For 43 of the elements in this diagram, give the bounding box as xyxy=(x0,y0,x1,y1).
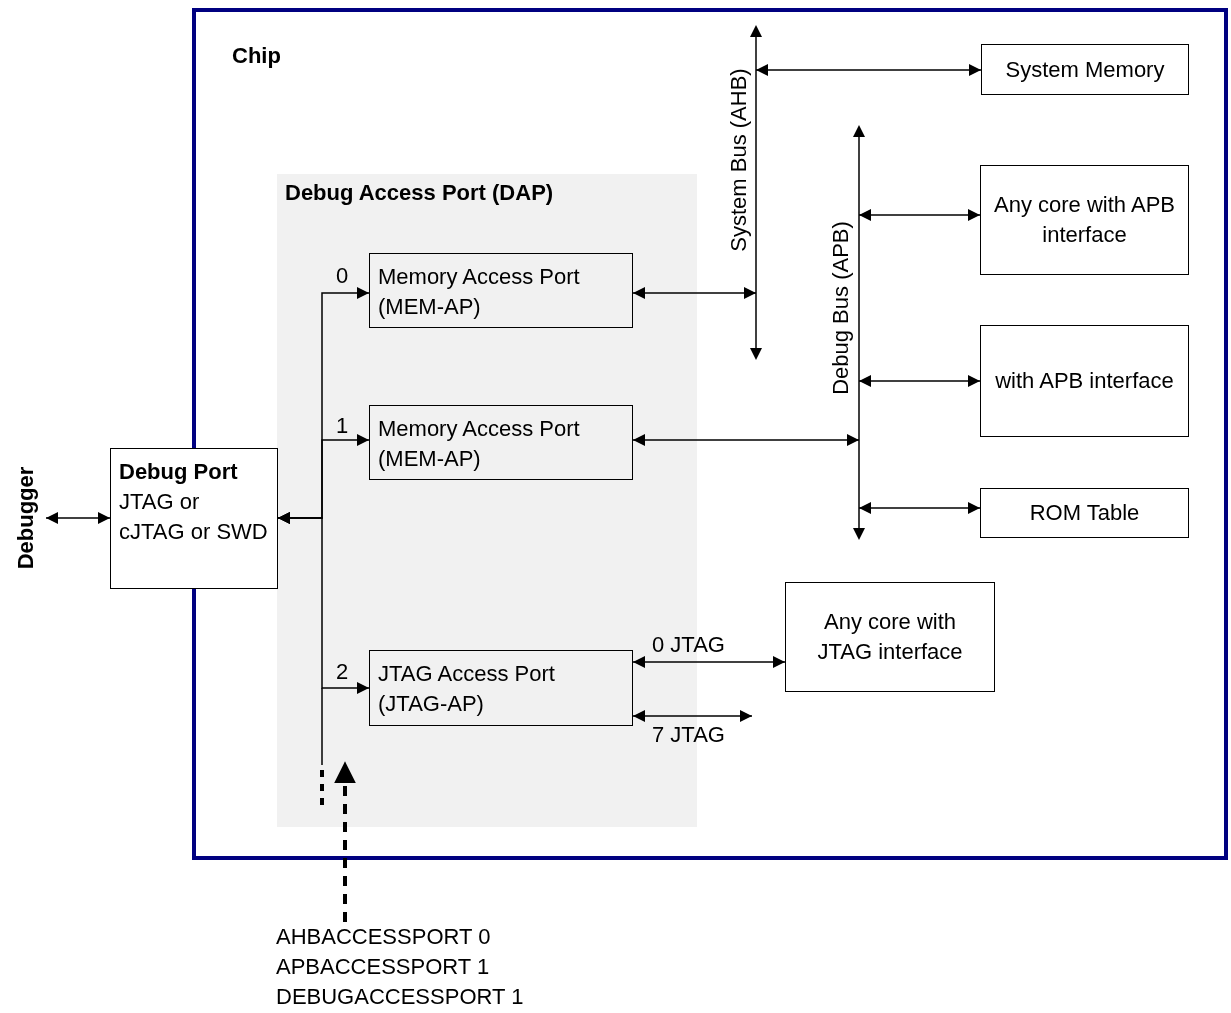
box-text: ROM Table xyxy=(1029,499,1140,527)
process-box xyxy=(980,325,1189,437)
arrow xyxy=(334,761,356,922)
frame-title: Chip xyxy=(232,42,281,70)
bus-label: System Bus (AHB) xyxy=(726,68,752,252)
box-text: Any core with APB interface xyxy=(993,191,1176,249)
arrow xyxy=(632,656,786,668)
box-text: JTAG Access Port (JTAG-AP) xyxy=(378,660,556,718)
arrow xyxy=(632,434,860,446)
process-box xyxy=(980,488,1189,538)
edge-label: 0 JTAG xyxy=(652,631,725,659)
process-box xyxy=(369,253,633,328)
arrow xyxy=(632,710,753,722)
arrow xyxy=(45,512,111,524)
edge-label: 1 xyxy=(336,412,349,440)
note-text: AHBACCESSPORT 0 xyxy=(276,923,492,951)
side-label: Debugger xyxy=(13,466,39,569)
process-box xyxy=(369,405,633,480)
arrow xyxy=(858,375,981,387)
edge-label: 2 xyxy=(336,658,349,686)
box-text: JTAG or cJTAG or SWD xyxy=(119,488,269,546)
note-text: DEBUGACCESSPORT 1 xyxy=(276,983,525,1011)
box-text: with APB interface xyxy=(995,367,1174,395)
edge-label: 7 JTAG xyxy=(652,721,725,749)
arrow xyxy=(755,64,982,76)
arrow xyxy=(632,287,757,299)
bus-label: Debug Bus (APB) xyxy=(828,221,854,395)
process-box xyxy=(369,650,633,726)
arrow xyxy=(277,512,370,694)
arrow xyxy=(858,209,981,221)
note-text: APBACCESSPORT 1 xyxy=(276,953,491,981)
box-text: System Memory xyxy=(1005,55,1165,84)
box-text: Memory Access Port (MEM-AP) xyxy=(378,263,581,321)
box-text: Any core with JTAG interface xyxy=(816,608,964,666)
box-heading: Debug Port xyxy=(119,458,238,486)
group-title: Debug Access Port (DAP) xyxy=(285,179,554,207)
process-box xyxy=(110,448,278,589)
process-box xyxy=(785,582,995,692)
process-box xyxy=(981,44,1189,95)
process-box xyxy=(980,165,1189,275)
arrow xyxy=(858,502,981,514)
box-text: Memory Access Port (MEM-AP) xyxy=(378,415,581,473)
edge-label: 0 xyxy=(336,262,349,290)
